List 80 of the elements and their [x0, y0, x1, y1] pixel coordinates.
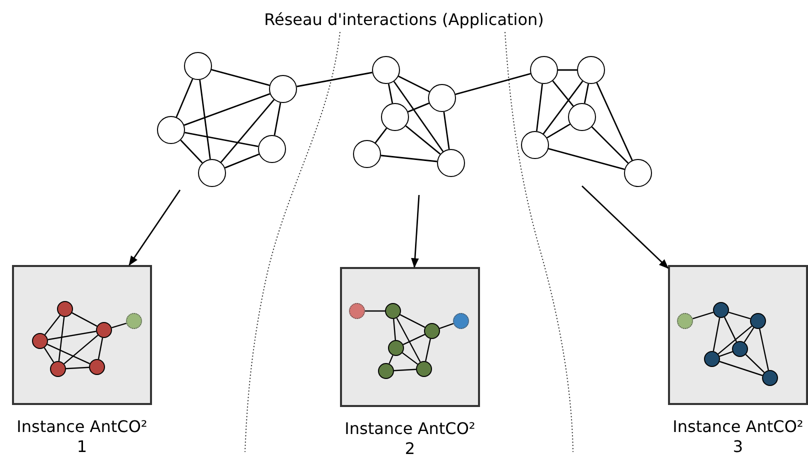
edge-line — [224, 154, 260, 168]
edge-line — [455, 73, 531, 95]
network-node — [258, 135, 286, 163]
edge-line — [211, 69, 270, 86]
edge-line — [584, 84, 590, 104]
instance-caption: Instance AntCO² 2 — [344, 419, 476, 455]
edge-line — [220, 99, 275, 163]
edge-line — [47, 344, 90, 364]
edge-line — [744, 327, 754, 343]
arrow — [128, 190, 181, 266]
arrow — [582, 186, 669, 269]
edge-line — [398, 76, 430, 92]
edge-line — [536, 84, 543, 132]
edge-line — [112, 322, 126, 328]
edge-line — [388, 84, 394, 104]
edge-line — [44, 314, 61, 336]
edge-line — [274, 102, 282, 136]
edge-line — [374, 128, 388, 144]
edge-line — [425, 338, 431, 362]
edge-line — [408, 102, 430, 112]
network-node — [198, 159, 226, 187]
edge-line — [712, 318, 720, 352]
edge-line — [400, 314, 426, 328]
network-node — [184, 52, 212, 80]
edge-line — [184, 132, 258, 148]
edge-line — [718, 326, 752, 354]
edge-line — [548, 148, 625, 170]
edge-line — [48, 330, 96, 340]
edge-line — [719, 360, 763, 376]
network-node — [269, 75, 297, 103]
edge-line — [184, 93, 270, 126]
edge-line — [176, 78, 194, 118]
edge-line — [296, 72, 372, 88]
edge-line — [552, 80, 574, 107]
edge-line — [199, 80, 211, 160]
edge-line — [546, 124, 570, 138]
edge-line — [394, 368, 416, 372]
title: Réseau d'interactions (Application) — [264, 10, 544, 29]
network-node — [372, 56, 400, 84]
edge-line — [719, 351, 733, 357]
edge-line — [745, 354, 765, 373]
edge-line — [44, 347, 54, 363]
edge-line — [596, 82, 633, 161]
edge-line — [393, 318, 396, 340]
edge-line — [64, 334, 98, 364]
edge-line — [542, 80, 584, 134]
edge-line — [405, 125, 441, 155]
edge-line — [72, 312, 98, 327]
network-node — [437, 149, 465, 177]
edge-line — [443, 112, 450, 150]
instance-caption: Instance AntCO² 3 — [672, 417, 804, 455]
network-node — [157, 116, 185, 144]
network-node — [568, 103, 596, 131]
edge-line — [98, 338, 104, 360]
edge-line — [388, 355, 394, 364]
edge-line — [402, 352, 418, 365]
edge-line — [66, 366, 90, 370]
arrow — [411, 194, 420, 268]
edge-line — [558, 69, 577, 71]
edge-line — [692, 312, 714, 320]
edge-line — [724, 316, 738, 342]
edge-line — [365, 310, 385, 312]
edge-line — [393, 81, 444, 152]
edge-line — [728, 312, 750, 320]
network-node — [577, 56, 605, 84]
instance-caption: Instance AntCO² 1 — [16, 417, 148, 455]
network-node — [530, 56, 558, 84]
edge-line — [402, 334, 426, 346]
edge-line — [180, 140, 203, 164]
network-node — [353, 140, 381, 168]
edge-line — [58, 316, 65, 362]
edge-line — [591, 126, 629, 164]
edge-line — [439, 323, 454, 329]
edge-line — [396, 318, 421, 362]
network-node — [428, 84, 456, 112]
network-node — [624, 159, 652, 187]
network-node — [381, 103, 409, 131]
network-node — [521, 131, 549, 159]
edge-line — [380, 154, 438, 162]
edge-line — [759, 328, 769, 370]
